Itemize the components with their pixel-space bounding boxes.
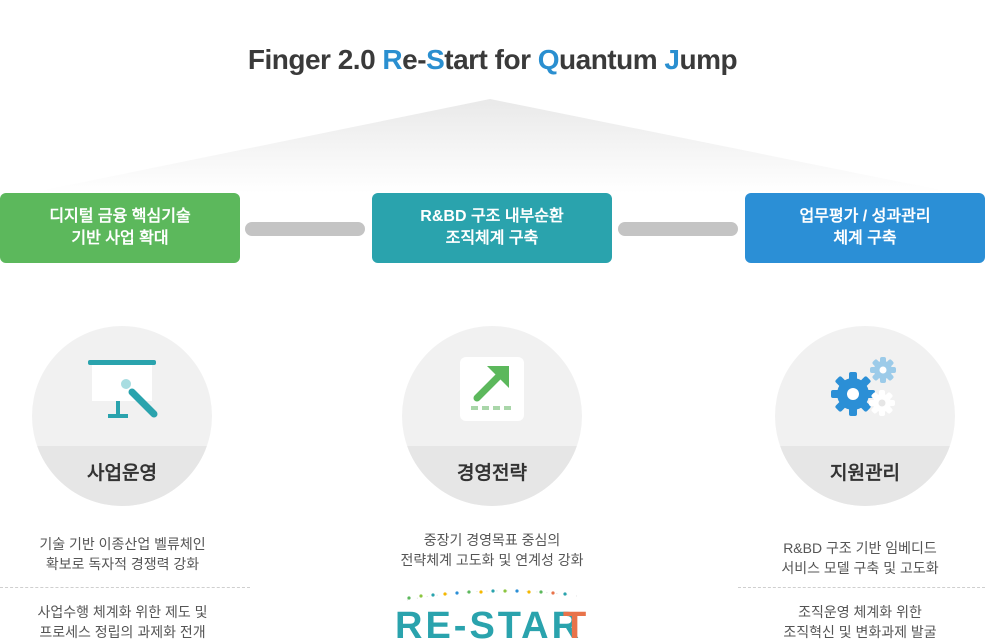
description-line: 확보로 독자적 경쟁력 강화 (45, 556, 200, 572)
description-line: 조직혁신 및 변화과제 발굴 (783, 624, 937, 640)
description-line: 서비스 모델 구축 및 고도화 (781, 560, 939, 576)
area-label: 지원관리 (830, 463, 900, 484)
pillar-text: 업무평가 / 성과관리 (799, 208, 931, 225)
page-title: Finger 2.0 Re-Start for Quantum Jump (0, 44, 985, 76)
description-line: 조직운영 체계화 위한 (798, 604, 922, 620)
description-line: 중장기 경영목표 중심의 (423, 532, 561, 548)
description-line: 기술 기반 이종산업 벨류체인 (39, 536, 206, 552)
circle-band (32, 446, 212, 506)
pillar-digital-finance: 디지털 금융 핵심기술 기반 사업 확대 (0, 193, 240, 263)
description-line: 프로세스 정립의 과제화 전개 (39, 624, 206, 640)
presentation-board-icon (88, 360, 158, 418)
description-line: 사업수행 체계화 위한 제도 및 (37, 604, 208, 620)
description-line: R&BD 구조 기반 임베디드 (783, 540, 937, 556)
pillar-text: 기반 사업 확대 (71, 230, 169, 247)
pillar-text: R&BD 구조 내부순환 (420, 208, 564, 225)
connector-bar (618, 222, 738, 236)
area-support-management: 지원관리 (775, 326, 955, 506)
title-text: tart for (444, 44, 538, 75)
title-highlight: J (664, 44, 680, 75)
dashed-divider (738, 587, 985, 588)
area-description: 중장기 경영목표 중심의 전략체계 고도화 및 연계성 강화 (362, 530, 622, 570)
description-line: 전략체계 고도화 및 연계성 강화 (400, 552, 584, 568)
connector-bar (245, 222, 365, 236)
area-label: 경영전략 (457, 463, 527, 484)
title-highlight: S (426, 44, 445, 75)
dashed-divider (0, 587, 250, 588)
gears-icon (831, 357, 896, 416)
area-label: 사업운영 (87, 463, 157, 484)
circle-band (402, 446, 582, 506)
pillar-rbd-structure: R&BD 구조 내부순환 조직체계 구축 (372, 193, 612, 263)
title-text: e- (402, 44, 427, 75)
area-description: 사업수행 체계화 위한 제도 및 프로세스 정립의 과제화 전개 (0, 602, 245, 642)
roof-shape (30, 99, 955, 193)
area-description: R&BD 구조 기반 임베디드 서비스 모델 구축 및 고도화 (735, 538, 985, 578)
pillar-text: 체계 구축 (833, 230, 897, 247)
restart-logo-last-letter: T (563, 605, 586, 640)
title-text: Finger 2.0 (247, 44, 383, 75)
title-text: uantum (559, 44, 665, 75)
area-description: 조직운영 체계화 위한 조직혁신 및 변화과제 발굴 (735, 602, 985, 642)
pillar-text: 조직체계 구축 (445, 230, 539, 247)
pillar-performance: 업무평가 / 성과관리 체계 구축 (745, 193, 985, 263)
circle-band (775, 446, 955, 506)
restart-logo-text: RE-STAR (395, 605, 582, 640)
growth-arrow-icon (460, 357, 524, 421)
area-business-operation: 사업운영 (32, 326, 212, 506)
title-highlight: R (382, 44, 403, 75)
area-description: 기술 기반 이종산업 벨류체인 확보로 독자적 경쟁력 강화 (0, 534, 245, 574)
title-highlight: Q (537, 44, 560, 75)
title-text: ump (679, 44, 738, 75)
restart-logo: RE-STAR T (395, 589, 586, 640)
pillar-text: 디지털 금융 핵심기술 (49, 208, 191, 225)
area-management-strategy: 경영전략 (402, 326, 582, 506)
